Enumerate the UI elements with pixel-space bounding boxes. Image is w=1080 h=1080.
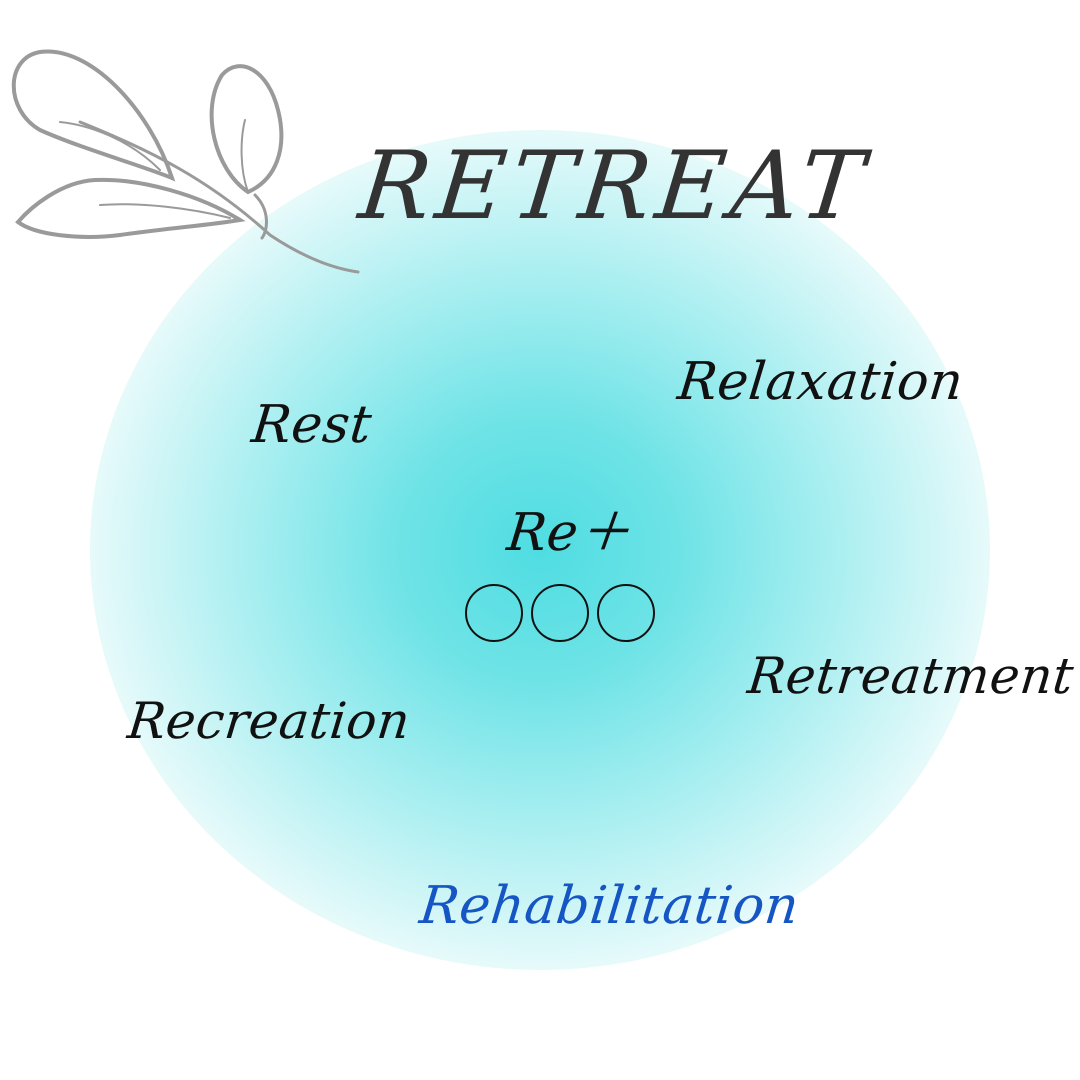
center-label: Re＋: [504, 503, 635, 563]
word-rest: Rest: [248, 395, 375, 455]
word-retreatment: Retreatment: [744, 647, 1077, 705]
circle-icon: [531, 584, 589, 642]
circle-icon: [597, 584, 655, 642]
word-relaxation: Relaxation: [674, 352, 967, 412]
page-title: RETREAT: [354, 132, 875, 241]
leaf-branch-icon: [11, 49, 360, 274]
word-rehabilitation: Rehabilitation: [416, 876, 802, 936]
three-circles: [465, 584, 655, 642]
teal-glow-background: [90, 130, 990, 970]
word-recreation: Recreation: [124, 692, 413, 750]
circle-icon: [465, 584, 523, 642]
